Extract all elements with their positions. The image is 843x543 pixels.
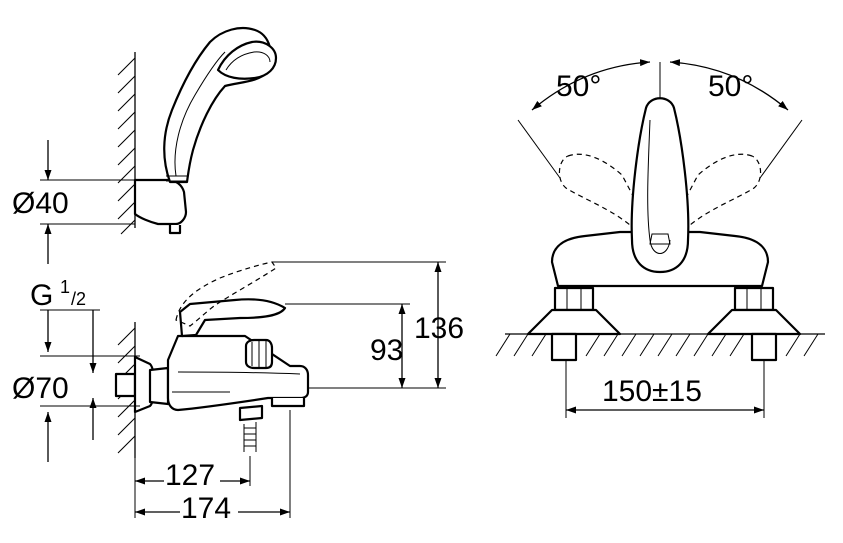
dim-horizontal-depths: 127 174 bbox=[134, 410, 291, 525]
label-angle-right: 50° bbox=[708, 70, 753, 103]
label-angle-left: 50° bbox=[556, 70, 601, 103]
label-center-distance: 150±15 bbox=[602, 375, 702, 408]
label-diameter-40: Ø40 bbox=[12, 187, 69, 220]
mixer-body-front bbox=[550, 97, 770, 288]
angle-indicators: 50° 50° bbox=[517, 59, 803, 179]
deck-hatch bbox=[495, 333, 825, 357]
dim-thread-g-half: G 1 /2 bbox=[30, 277, 140, 373]
mixer-lever-raised-phantom bbox=[175, 261, 277, 327]
label-height-136: 136 bbox=[414, 312, 464, 345]
shower-wall-hatch-top bbox=[117, 52, 136, 235]
label-diameter-70: Ø70 bbox=[12, 372, 69, 405]
label-thread-g: G bbox=[30, 279, 53, 312]
label-depth-127: 127 bbox=[165, 459, 215, 492]
label-thread-numerator: 1 bbox=[60, 277, 70, 297]
dim-center-distance: 150±15 bbox=[565, 360, 765, 418]
label-thread-denominator: /2 bbox=[71, 289, 86, 309]
mounting-nuts-and-washers bbox=[526, 286, 802, 362]
hand-shower bbox=[133, 26, 278, 235]
label-depth-174: 174 bbox=[181, 492, 231, 525]
label-height-93: 93 bbox=[370, 334, 403, 367]
dim-height-lines: 93 136 bbox=[272, 261, 464, 389]
dim-diameter-40: Ø40 bbox=[12, 140, 135, 264]
dim-diameter-70: Ø70 bbox=[12, 372, 140, 462]
mixer-body-side bbox=[114, 298, 310, 452]
